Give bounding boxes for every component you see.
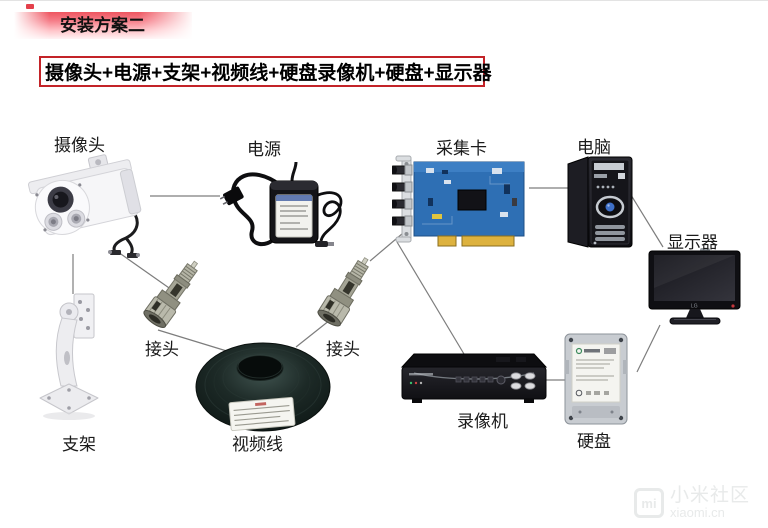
camera-illustration bbox=[28, 154, 142, 258]
power-adapter-illustration bbox=[219, 161, 343, 247]
video-cable-label: 视频线 bbox=[232, 435, 283, 454]
monitor-illustration: LG bbox=[648, 248, 741, 325]
bracket-label: 支架 bbox=[62, 435, 96, 454]
connector-right-label: 接头 bbox=[326, 340, 360, 359]
line-card-recorder bbox=[396, 241, 465, 355]
connector-left-label: 接头 bbox=[145, 340, 179, 359]
monitor-brand-logo: LG bbox=[691, 304, 698, 310]
bnc-connector-left-illustration bbox=[143, 260, 199, 328]
computer-tower-illustration bbox=[567, 156, 633, 248]
bracket-illustration bbox=[39, 293, 99, 420]
watermark-community-name: 小米社区 bbox=[670, 485, 751, 506]
red-corner-mark bbox=[26, 4, 34, 9]
hdd-illustration bbox=[564, 333, 628, 425]
top-border-line bbox=[0, 0, 768, 1]
equipment-formula: 摄像头+电源+支架+视频线+硬盘录像机+硬盘+显示器 bbox=[39, 56, 492, 87]
recorder-label: 录像机 bbox=[457, 412, 508, 431]
video-cable-illustration bbox=[195, 342, 331, 432]
capture-card-illustration bbox=[391, 155, 525, 247]
camera-label: 摄像头 bbox=[54, 136, 105, 155]
page-title: 安装方案二 bbox=[14, 12, 192, 39]
power-label: 电源 bbox=[247, 140, 281, 159]
monitor-label: 显示器 bbox=[667, 233, 718, 252]
computer-label: 电脑 bbox=[577, 138, 611, 157]
hdd-label: 硬盘 bbox=[577, 432, 611, 451]
recorder-illustration bbox=[400, 353, 548, 403]
xiaomi-logo-icon: mi bbox=[634, 488, 664, 518]
capture-card-label: 采集卡 bbox=[436, 139, 487, 158]
watermark: mi 小米社区 xiaomi.cn bbox=[634, 486, 750, 520]
watermark-domain: xiaomi.cn bbox=[670, 505, 725, 520]
bnc-connector-right-illustration bbox=[317, 257, 369, 327]
line-monitor-hdd bbox=[636, 324, 661, 373]
